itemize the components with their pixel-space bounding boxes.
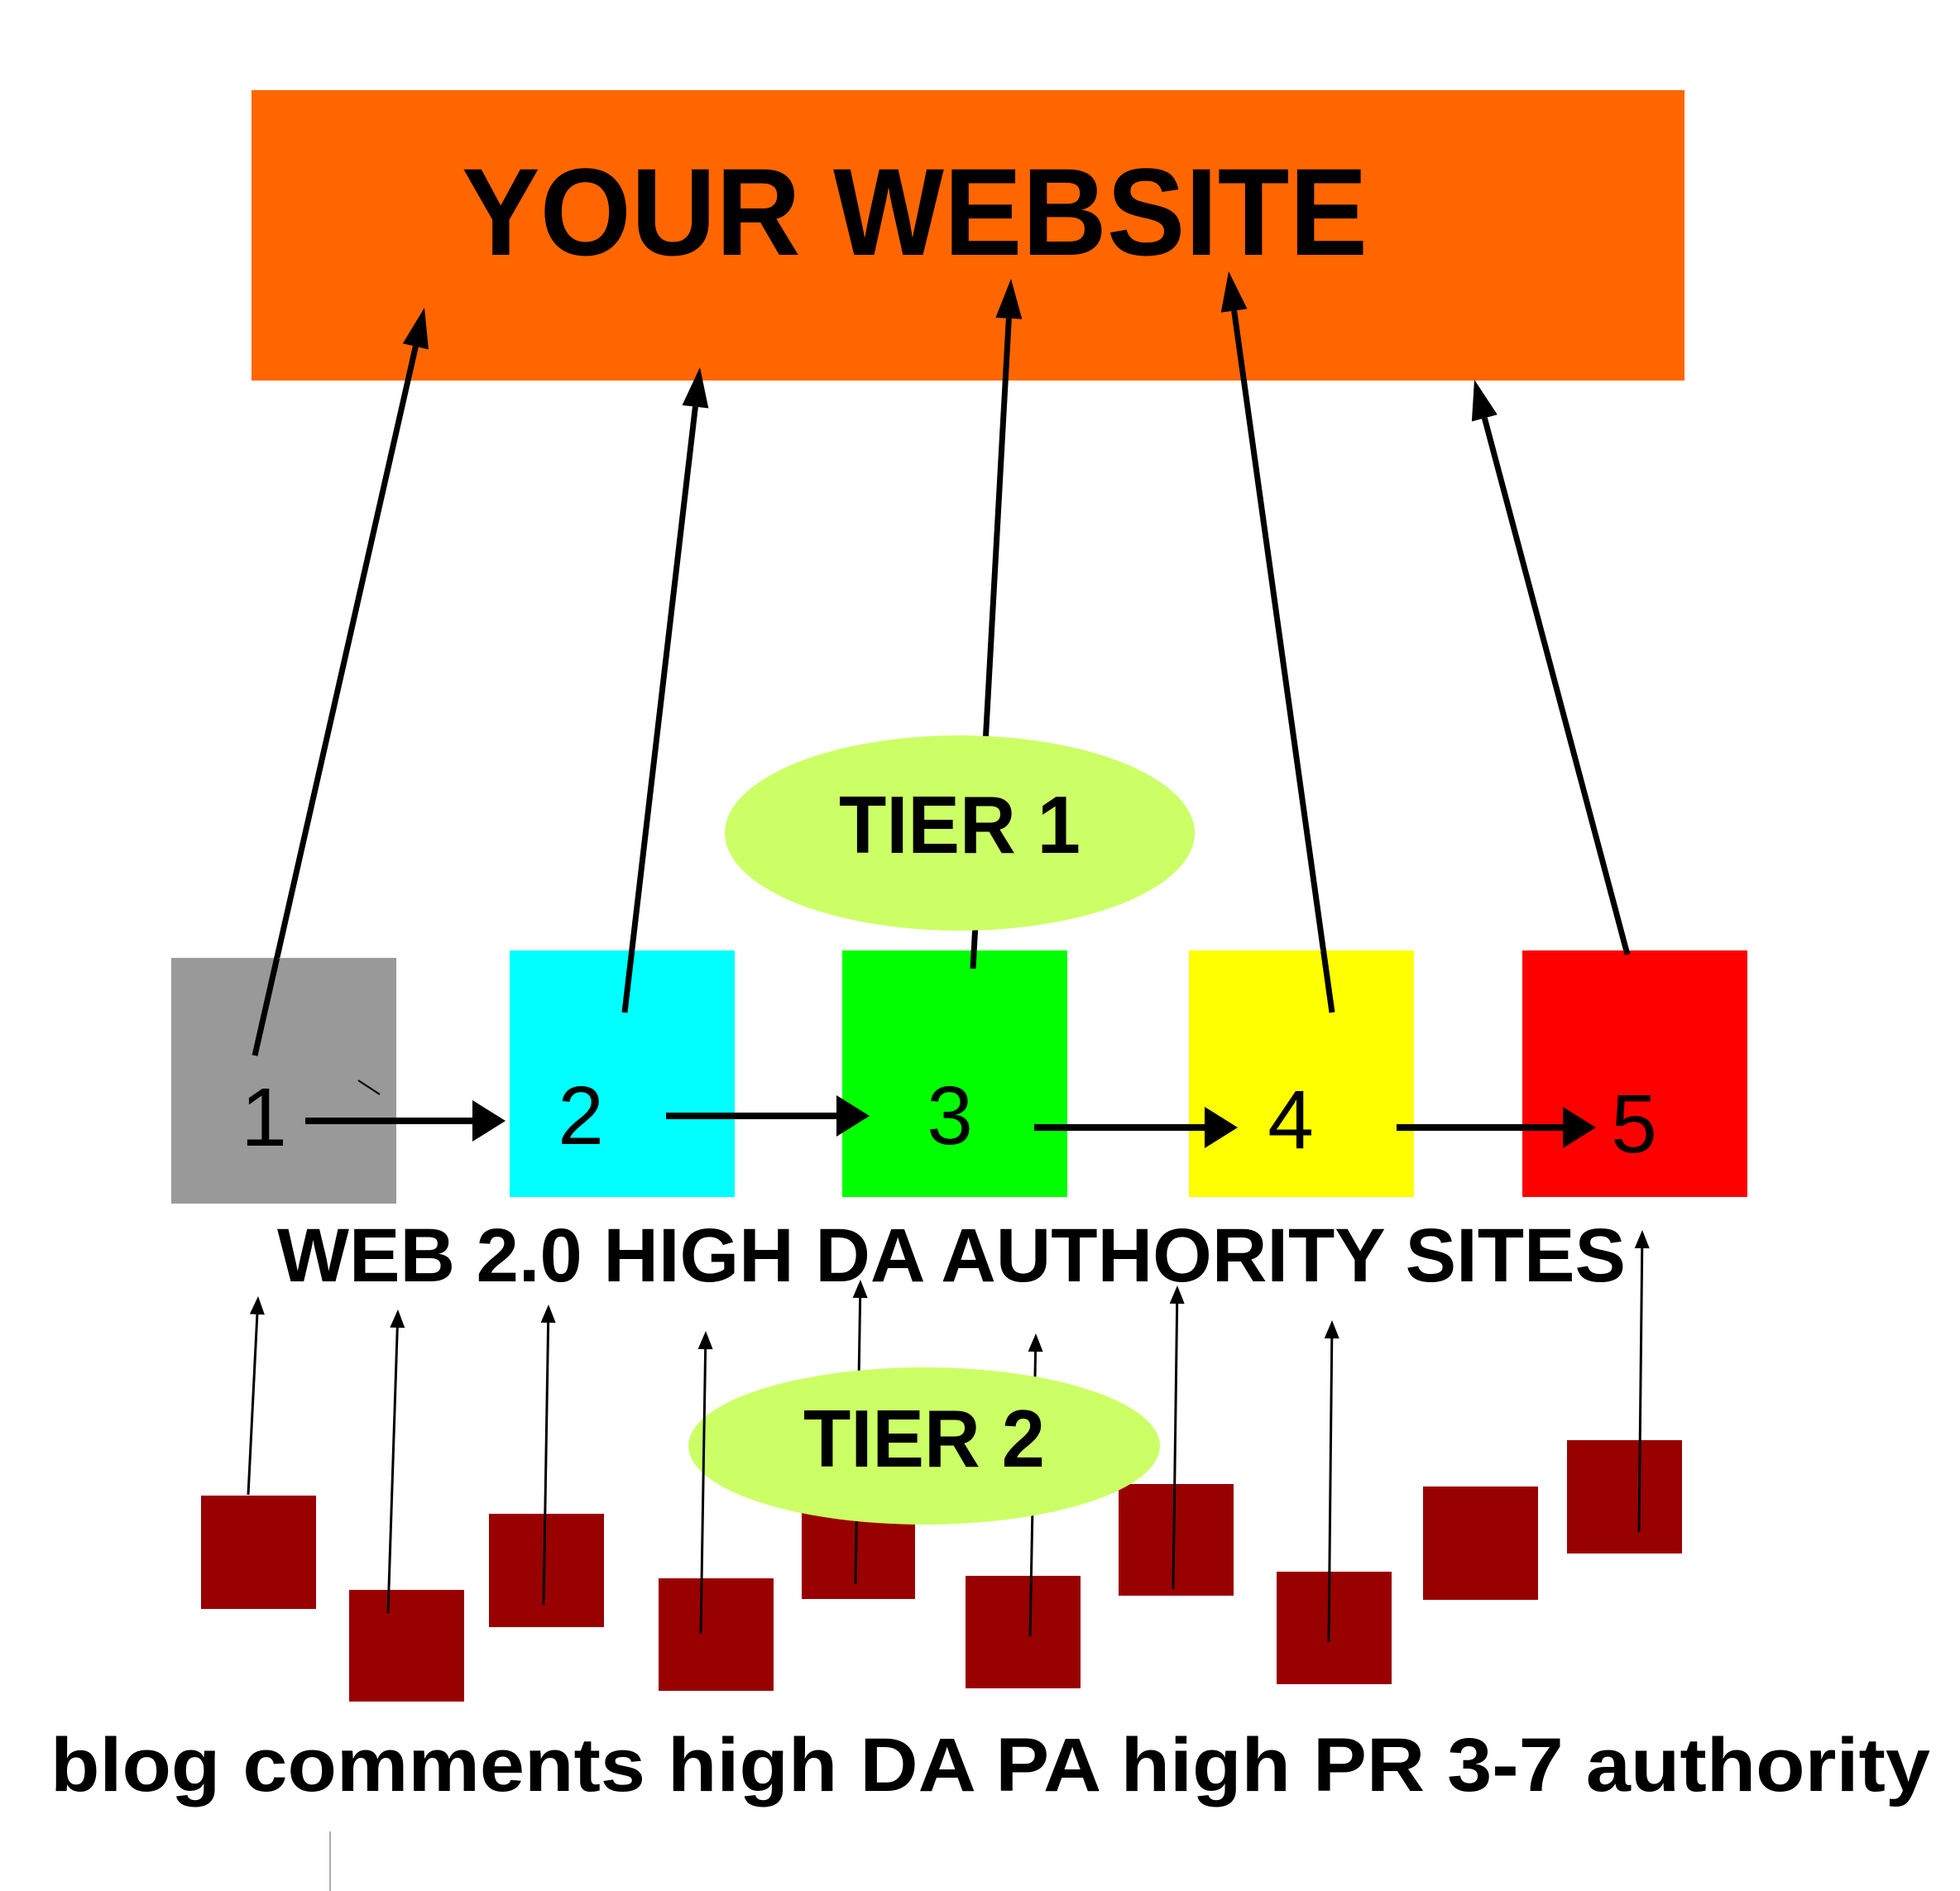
arrowhead-icon [1563, 1107, 1596, 1148]
chain-arrow-1 [305, 1100, 506, 1142]
tier1-arrow-tail [621, 950, 635, 1013]
tier2-box-8 [1277, 1572, 1392, 1684]
arrowhead-icon [836, 1095, 870, 1137]
site-box [842, 950, 1067, 1197]
tier2-arrow-7 [1634, 1230, 1650, 1533]
tier2-label: TIER 2 [803, 1393, 1045, 1484]
arrowhead-icon [1220, 271, 1248, 313]
arrow-shaft [1481, 417, 1631, 955]
site-number: 5 [1611, 1078, 1657, 1171]
your-website-node: YOUR WEBSITE [252, 90, 1684, 381]
arrowhead-icon [402, 308, 429, 350]
tier2-ellipse [688, 1367, 1160, 1525]
arrowhead-icon [472, 1100, 506, 1142]
arrowhead-icon [697, 1331, 713, 1350]
tier2-box-10 [1567, 1440, 1682, 1553]
tier1-arrows [252, 271, 1631, 1056]
arrow-shaft [542, 1322, 550, 1606]
tier2-arrow-2 [386, 1309, 405, 1614]
website-box [252, 90, 1684, 381]
web20-site-4: 4 [1189, 950, 1414, 1197]
tier2-blog-comment-boxes [201, 1440, 1682, 1702]
chain-arrow-2 [666, 1095, 870, 1137]
site-box [1189, 950, 1414, 1197]
tier2-arrow-3 [540, 1305, 556, 1606]
web20-sites: 1 2 3 4 5 [171, 950, 1747, 1204]
tier2-arrow-1 [247, 1296, 265, 1496]
arrowhead-icon [249, 1296, 265, 1315]
site-number: 4 [1268, 1074, 1314, 1166]
arrow-shaft [1327, 1338, 1334, 1643]
arrow-shaft [252, 346, 419, 1056]
arrow-shaft [1172, 1303, 1179, 1590]
tier2-box-7 [1119, 1484, 1234, 1596]
arrowhead-icon [1205, 1107, 1238, 1148]
tier2-box-9 [1423, 1486, 1538, 1600]
web20-site-3: 3 [842, 950, 1067, 1197]
chain-arrow-4 [1397, 1107, 1596, 1148]
tier2-arrow-5 [1169, 1285, 1185, 1590]
web20-site-2: 2 [510, 950, 735, 1197]
tier1-arrow-2 [621, 367, 709, 1013]
arrow-shaft [386, 1327, 399, 1614]
arrowhead-icon [540, 1305, 556, 1324]
site-box [510, 950, 735, 1197]
arrowhead-icon [1169, 1285, 1185, 1305]
chain-arrow-3 [1034, 1107, 1238, 1148]
blog-comments-caption: blog comments high DA PA high PR 3-7 aut… [50, 1723, 1930, 1807]
site-chain-arrows [305, 1095, 1596, 1148]
tier1-arrow-4 [1220, 271, 1335, 1013]
tier1-badge: TIER 1 [725, 735, 1195, 931]
arrowhead-icon [1471, 380, 1498, 422]
tier2-badge: TIER 2 [688, 1367, 1160, 1525]
tier2-box-6 [966, 1576, 1081, 1688]
arrow-shaft [1231, 310, 1335, 1013]
arrowhead-icon [682, 367, 709, 409]
arrow-shaft [699, 1348, 707, 1635]
arrow-shaft [247, 1314, 259, 1496]
tier1-arrow-tail [252, 957, 280, 1056]
tier2-box-1 [201, 1496, 316, 1609]
tier1-arrow-tail [970, 950, 977, 969]
site-number: 1 [241, 1071, 287, 1164]
arrowhead-icon [995, 279, 1023, 319]
arrowhead-icon [1028, 1333, 1043, 1352]
arrow-shaft [621, 406, 698, 1013]
web20-site-1: 1 [171, 958, 396, 1204]
arrowhead-icon [390, 1309, 405, 1328]
arrow-shaft [1637, 1247, 1644, 1533]
tier2-arrow-4 [697, 1331, 713, 1635]
site-box [1522, 950, 1747, 1197]
tier1-arrow-1 [252, 308, 429, 1056]
tier1-arrow-tails [252, 950, 1631, 1056]
arrowhead-icon [1634, 1230, 1650, 1249]
tier2-box-4 [659, 1578, 774, 1691]
tier2-arrow-6 [1324, 1320, 1339, 1643]
tier1-arrow-tail [1320, 950, 1335, 1013]
tier2-arrows [247, 1230, 1650, 1643]
tier1-label: TIER 1 [839, 779, 1081, 870]
site-number: 3 [927, 1070, 973, 1162]
web20-site-5: 5 [1522, 950, 1747, 1197]
arrowhead-icon [1324, 1320, 1339, 1339]
tier1-arrow-5 [1471, 380, 1631, 955]
web20-caption: WEB 2.0 HIGH DA AUTHORITY SITES [277, 1214, 1626, 1298]
tier1-ellipse [725, 735, 1195, 931]
stray-tick-mark [357, 1080, 381, 1095]
website-title: YOUR WEBSITE [462, 142, 1368, 281]
tier2-box-3 [489, 1514, 604, 1627]
arrowhead-icon [852, 1280, 868, 1299]
site-number: 2 [558, 1070, 604, 1162]
tier2-box-2 [349, 1590, 464, 1702]
